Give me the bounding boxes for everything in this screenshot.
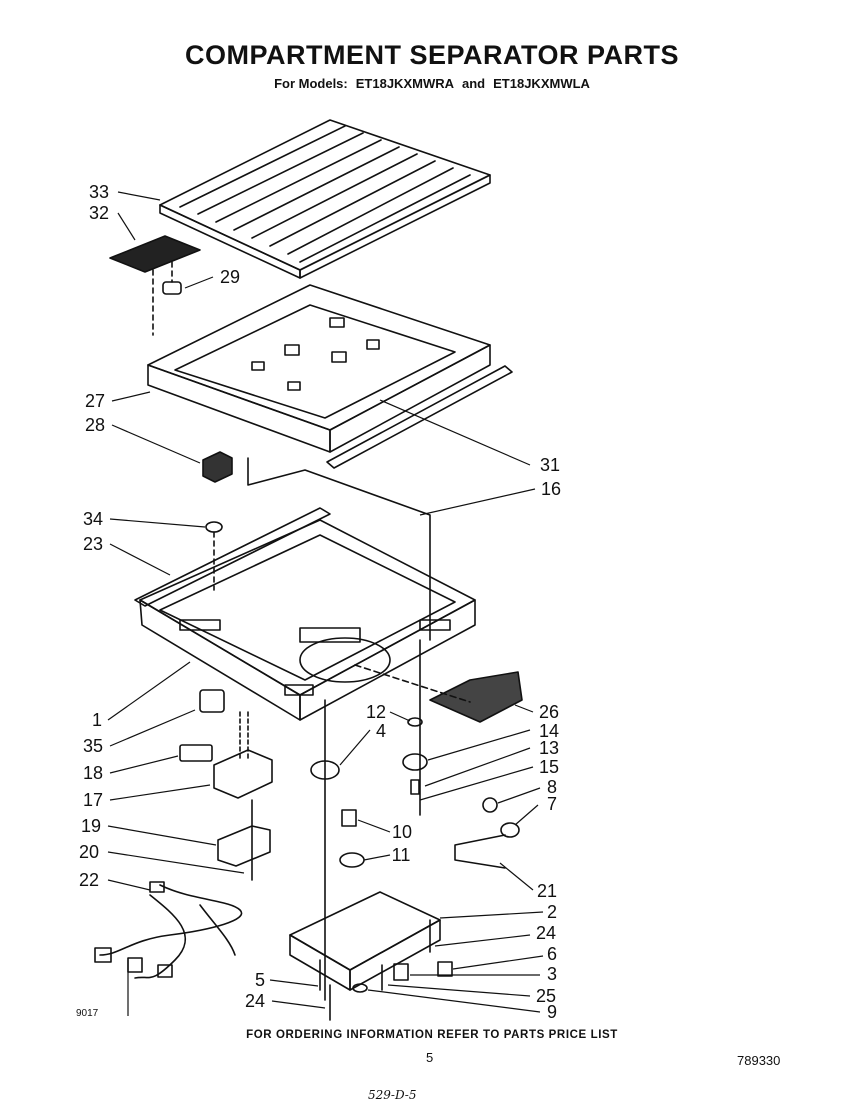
wire-part	[247, 457, 431, 641]
plug-part	[205, 521, 223, 533]
connector-3-part	[393, 963, 409, 981]
bezel-part	[179, 744, 213, 762]
callout-24-lower: 24	[245, 991, 265, 1011]
models-conjunction: and	[462, 76, 486, 91]
document-number: 789330	[737, 1053, 781, 1068]
spring-13-part	[410, 779, 420, 795]
callout-23: 23	[83, 534, 103, 554]
socket-part	[500, 822, 520, 838]
callout-2: 2	[547, 902, 557, 922]
callout-12: 12	[366, 702, 386, 722]
page-number: 5	[426, 1050, 434, 1065]
lamp-housing-part	[289, 891, 441, 991]
model-number-b: ET18JKXMWLA	[493, 76, 590, 91]
figure-code: 9017	[76, 1008, 99, 1019]
callout-31: 31	[540, 455, 560, 475]
separator-cover-part	[147, 284, 491, 453]
insulation-part	[429, 671, 523, 723]
separator-base-part	[134, 507, 476, 721]
model-number-a: ET18JKXMWRA	[355, 76, 454, 91]
callout-14: 14	[539, 721, 559, 741]
washer-12-part	[407, 717, 423, 727]
callout-22: 22	[79, 870, 99, 890]
block-part	[202, 451, 233, 483]
callout-27: 27	[85, 391, 105, 411]
callout-13: 13	[539, 738, 559, 758]
callout-18: 18	[83, 763, 103, 783]
callout-28: 28	[85, 415, 105, 435]
switch-part	[341, 809, 357, 827]
callout-34: 34	[83, 509, 103, 529]
knob-14-part	[402, 753, 428, 771]
callout-5: 5	[255, 970, 265, 990]
bracket-part	[217, 825, 271, 867]
callout-32: 32	[89, 203, 109, 223]
callout-21: 21	[537, 881, 557, 901]
callout-3: 3	[547, 964, 557, 984]
connector-6-part	[437, 961, 453, 977]
harness-part	[94, 881, 243, 979]
callout-29: 29	[220, 267, 240, 287]
bulb-part	[482, 797, 498, 813]
callout-17: 17	[83, 790, 103, 810]
label-card-part	[109, 235, 201, 273]
callout-16: 16	[541, 479, 561, 499]
callout-33: 33	[89, 182, 109, 202]
cover-11-part	[339, 852, 365, 868]
callout-9: 9	[547, 1002, 557, 1022]
models-prefix: For Models:	[274, 76, 348, 91]
clip-part	[162, 281, 182, 295]
callout-11: 11	[392, 845, 411, 865]
housing-part	[213, 749, 273, 799]
callout-25: 25	[536, 986, 556, 1006]
model-line: For Models: ET18JKXMWRA and ET18JKXMWLA	[0, 76, 864, 91]
callout-6: 6	[547, 944, 557, 964]
foot-9-part	[352, 983, 368, 993]
callout-10: 10	[392, 822, 412, 842]
callout-19: 19	[81, 816, 101, 836]
callout-1: 1	[92, 710, 102, 730]
callout-7: 7	[547, 794, 557, 814]
callout-35: 35	[83, 736, 103, 756]
callout-15: 15	[539, 757, 559, 777]
callout-26: 26	[539, 702, 559, 722]
callout-20: 20	[79, 842, 99, 862]
callout-8: 8	[547, 777, 557, 797]
diagram-title: COMPARTMENT SEPARATOR PARTS	[184, 40, 679, 70]
callout-4: 4	[376, 721, 386, 741]
callout-24-upper: 24	[536, 923, 556, 943]
damper-part	[199, 689, 225, 713]
handwritten-note: 529-D-5	[368, 1088, 417, 1102]
ordering-note: FOR ORDERING INFORMATION REFER TO PARTS …	[246, 1029, 618, 1041]
shelf-grille-part	[159, 119, 491, 279]
